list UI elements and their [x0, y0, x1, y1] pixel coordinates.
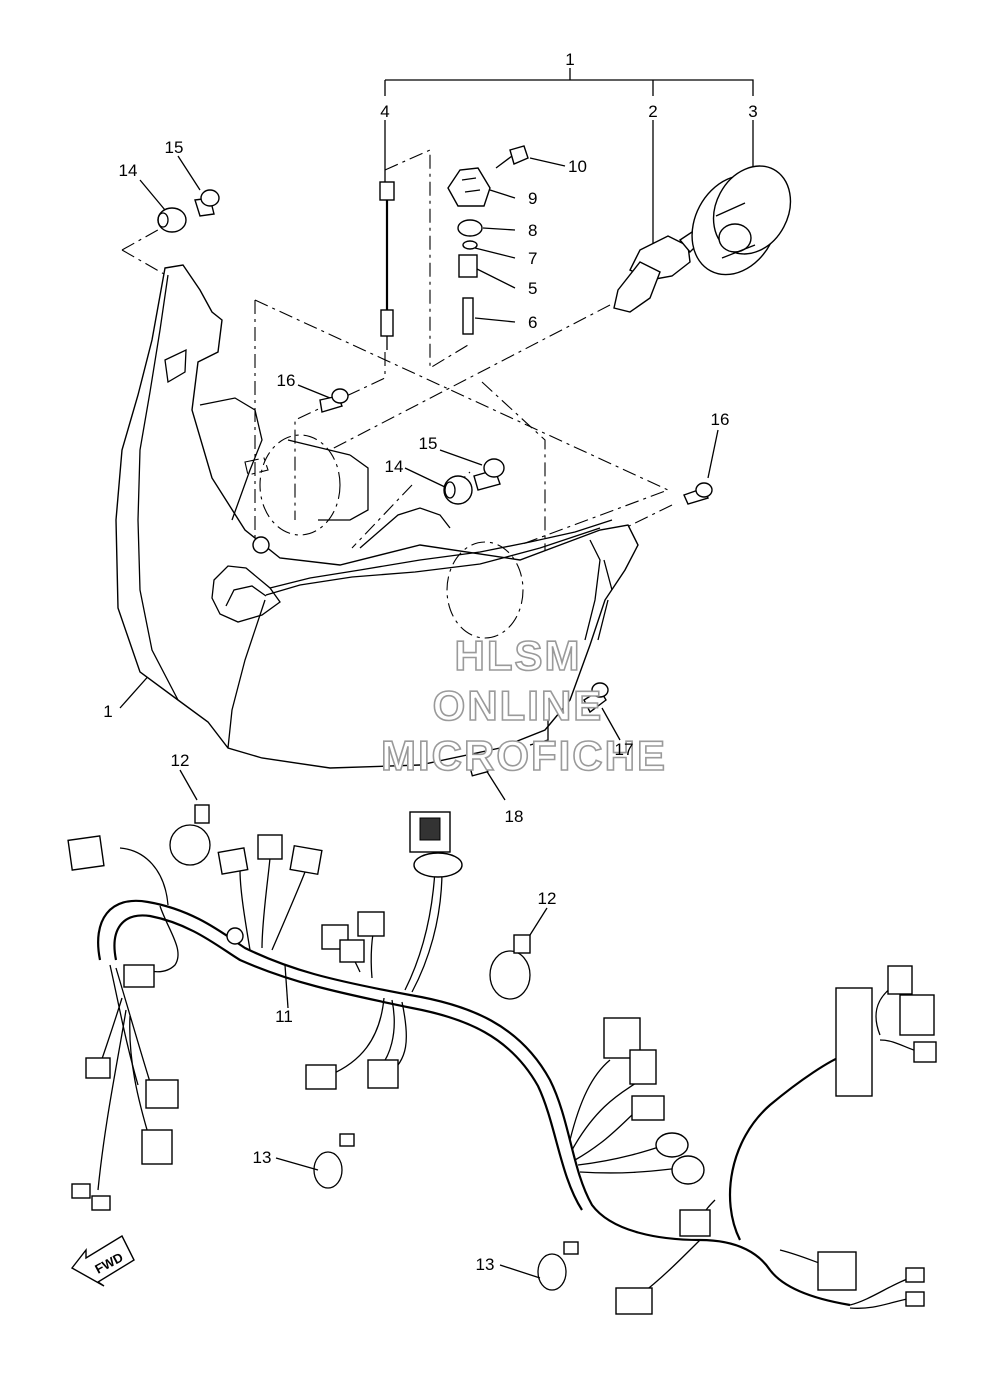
band-12-top — [169, 804, 211, 866]
callout-14-top: 14 — [119, 161, 138, 180]
callout-3: 3 — [748, 102, 757, 121]
watermark-line3: MICROFICHE — [381, 732, 667, 779]
adjuster-parts — [447, 145, 529, 335]
callout-13-right: 13 — [476, 1255, 495, 1274]
nut-18 — [467, 755, 489, 777]
callout-14-mid: 14 — [385, 457, 404, 476]
screw-15-mid — [473, 458, 505, 491]
band-13-left — [313, 1133, 355, 1189]
callout-15-top: 15 — [165, 138, 184, 157]
bulb-cover-3 — [691, 165, 792, 276]
callout-numbers: 1 4 2 3 10 9 8 7 5 6 14 15 16 15 14 16 1… — [103, 50, 757, 1274]
screw-17 — [583, 682, 609, 714]
alignment-lines — [121, 149, 673, 640]
callout-18: 18 — [505, 807, 524, 826]
callout-12-top: 12 — [171, 751, 190, 770]
fwd-arrow-icon: FWD — [70, 1235, 135, 1287]
callout-6: 6 — [528, 313, 537, 332]
watermark-line2: ONLINE — [433, 682, 604, 729]
grommet-14-mid — [443, 475, 473, 505]
callout-2: 2 — [648, 102, 657, 121]
callout-9: 9 — [528, 189, 537, 208]
callout-16-right: 16 — [711, 410, 730, 429]
leader-lines — [119, 120, 754, 1279]
bulb-2 — [613, 230, 699, 313]
band-12-mid — [489, 934, 531, 1000]
assembly-bracket — [384, 68, 754, 96]
screw-16-left — [319, 388, 349, 413]
callout-17: 17 — [615, 740, 634, 759]
callout-12-mid: 12 — [538, 889, 557, 908]
callout-1-top: 1 — [565, 50, 574, 69]
callout-1-left: 1 — [103, 702, 112, 721]
callout-13-left: 13 — [253, 1148, 272, 1167]
callout-15-mid: 15 — [419, 434, 438, 453]
callout-11: 11 — [275, 1007, 293, 1026]
watermark-line1: HLSM — [455, 632, 582, 679]
wire-harness — [97, 847, 921, 1309]
callout-16-left: 16 — [277, 371, 296, 390]
band-13-right — [537, 1241, 579, 1291]
callout-7: 7 — [528, 249, 537, 268]
screw-15-top — [194, 189, 220, 217]
callout-4: 4 — [380, 102, 389, 121]
socket-cord-4 — [379, 181, 395, 350]
callout-5: 5 — [528, 279, 537, 298]
grommet-14-top — [157, 207, 187, 233]
headlight-assembly — [115, 264, 639, 769]
harness-connectors — [67, 811, 937, 1315]
watermark: HLSM ONLINE MICROFICHE — [380, 631, 667, 780]
screw-16-right — [683, 482, 713, 505]
callout-10: 10 — [568, 157, 587, 176]
callout-8: 8 — [528, 221, 537, 240]
